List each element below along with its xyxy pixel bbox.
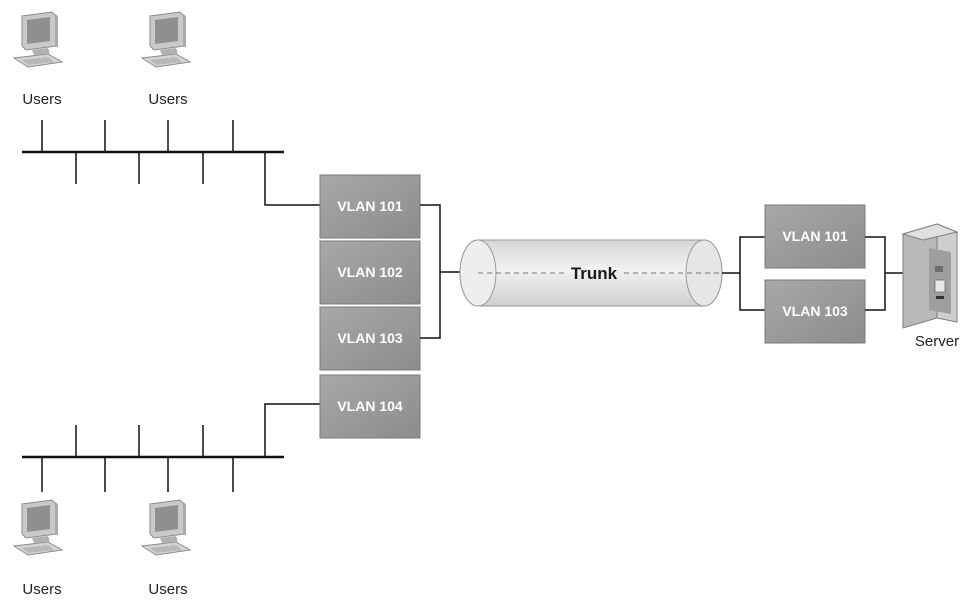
vlan-box-101-left: VLAN 101 xyxy=(319,174,421,239)
vlan-label: VLAN 103 xyxy=(337,330,403,346)
computer-icon xyxy=(141,499,191,556)
vlan-label: VLAN 101 xyxy=(337,198,403,214)
top-user-segment xyxy=(22,120,320,206)
vlan-label: VLAN 104 xyxy=(337,398,403,414)
server-label: Server xyxy=(915,333,959,350)
users-label-top-2: Users xyxy=(148,91,187,108)
right-switch: VLAN 101 VLAN 103 xyxy=(764,204,866,344)
vlan-box-101-right: VLAN 101 xyxy=(764,204,866,269)
left-switch: VLAN 101 VLAN 102 VLAN 103 VLAN 104 xyxy=(319,174,421,439)
server-connector xyxy=(865,236,905,311)
vlan-label: VLAN 103 xyxy=(782,303,848,319)
bottom-user-segment xyxy=(22,403,320,492)
vlan-box-103-left: VLAN 103 xyxy=(319,306,421,371)
vlan-box-104-left: VLAN 104 xyxy=(319,374,421,439)
users-label-top-1: Users xyxy=(22,91,61,108)
computer-icon xyxy=(13,499,63,556)
vlan-box-103-right: VLAN 103 xyxy=(764,279,866,344)
vlan-label: VLAN 102 xyxy=(337,264,403,280)
right-trunk-connector xyxy=(722,236,765,311)
computer-icon xyxy=(141,11,191,68)
trunk-tube: Trunk xyxy=(459,239,740,307)
computer-icon xyxy=(13,11,63,68)
vlan-label: VLAN 101 xyxy=(782,228,848,244)
users-label-bottom-1: Users xyxy=(22,581,61,598)
vlan-box-102-left: VLAN 102 xyxy=(319,240,421,305)
users-label-bottom-2: Users xyxy=(148,581,187,598)
trunk-label: Trunk xyxy=(571,264,618,283)
left-trunk-connector xyxy=(420,204,462,339)
server-icon xyxy=(901,223,959,329)
